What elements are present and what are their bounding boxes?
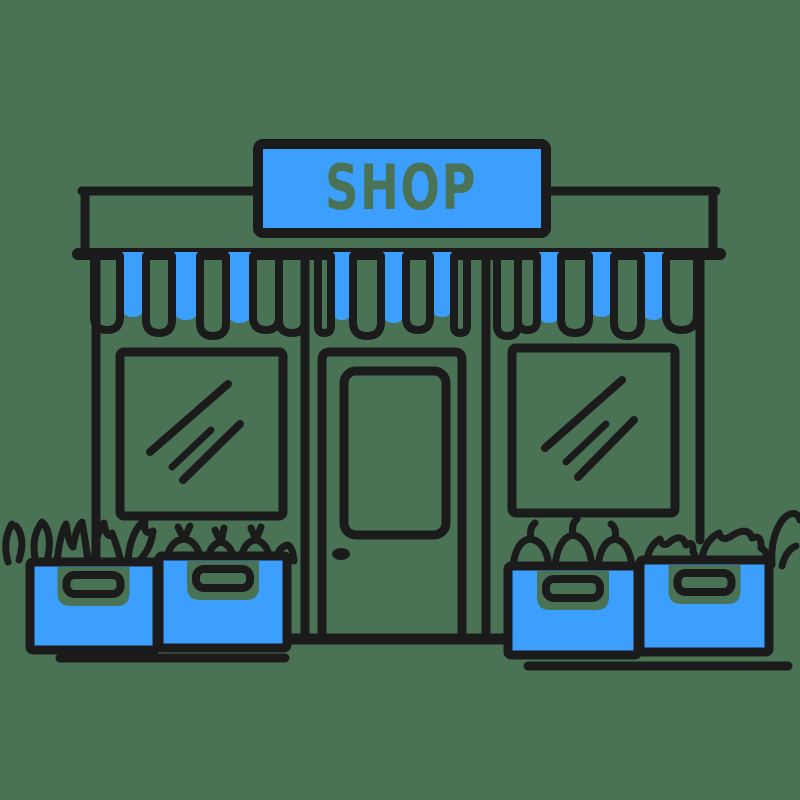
apples-right [509,515,636,570]
crate-shadows [55,653,793,671]
awning-scallop [610,252,645,340]
crate-handle-slot [62,571,125,598]
crate-outline [635,555,774,657]
awning-section [90,252,309,340]
awning-section [314,252,471,340]
display-window-right [507,343,680,518]
awning-scallop [196,252,230,340]
window-shine-line [574,416,638,481]
produce-crate [25,557,162,655]
produce [2,510,800,570]
door [317,347,467,641]
crate-handle-slot [192,565,254,592]
door-handle-icon [332,548,350,560]
awning-stripe-blue [333,252,351,320]
root-vegetables-left [162,522,298,565]
produce-crates [25,551,774,660]
walls [91,251,705,639]
awning-scallop [402,252,434,334]
awning-scallop [450,252,471,337]
awning-scallop [142,252,176,337]
door-window [339,366,451,540]
window-shine-line [541,376,626,452]
awning-scallop [557,252,593,337]
window-frame [507,343,680,518]
crate-handle-slot [673,569,736,596]
display-window-left [115,347,288,521]
door-frame [317,347,467,641]
produce-crate [635,555,774,657]
window-frame [115,347,288,521]
awning-stripe-blue [383,252,404,323]
awning-scallop [314,252,335,337]
window-shine-line [146,380,232,456]
awning-stripe-blue [539,252,559,323]
sign-panel [253,139,551,238]
awning-stripe-blue [432,252,452,317]
window-shine-line [562,420,610,466]
produce-crate [154,551,292,653]
produce-crate [503,561,643,660]
lettuce-right [642,510,800,570]
awning-stripe-blue [643,252,664,320]
awning-stripe-blue [228,252,251,323]
shop-sign: SHOP [253,139,551,238]
window-shine-line [168,426,215,471]
leafy-greens-left [2,516,157,566]
window-shine-line [179,420,244,484]
sign-text: SHOP [325,151,477,224]
awning-stripe-blue [122,252,144,317]
awning-stripe-blue [174,252,198,320]
awning-scallop [349,252,385,340]
awning-stripe-blue [591,252,612,317]
crate-outline [154,551,292,653]
awning-scallop [514,252,541,334]
crate-handle-slot [542,575,604,602]
